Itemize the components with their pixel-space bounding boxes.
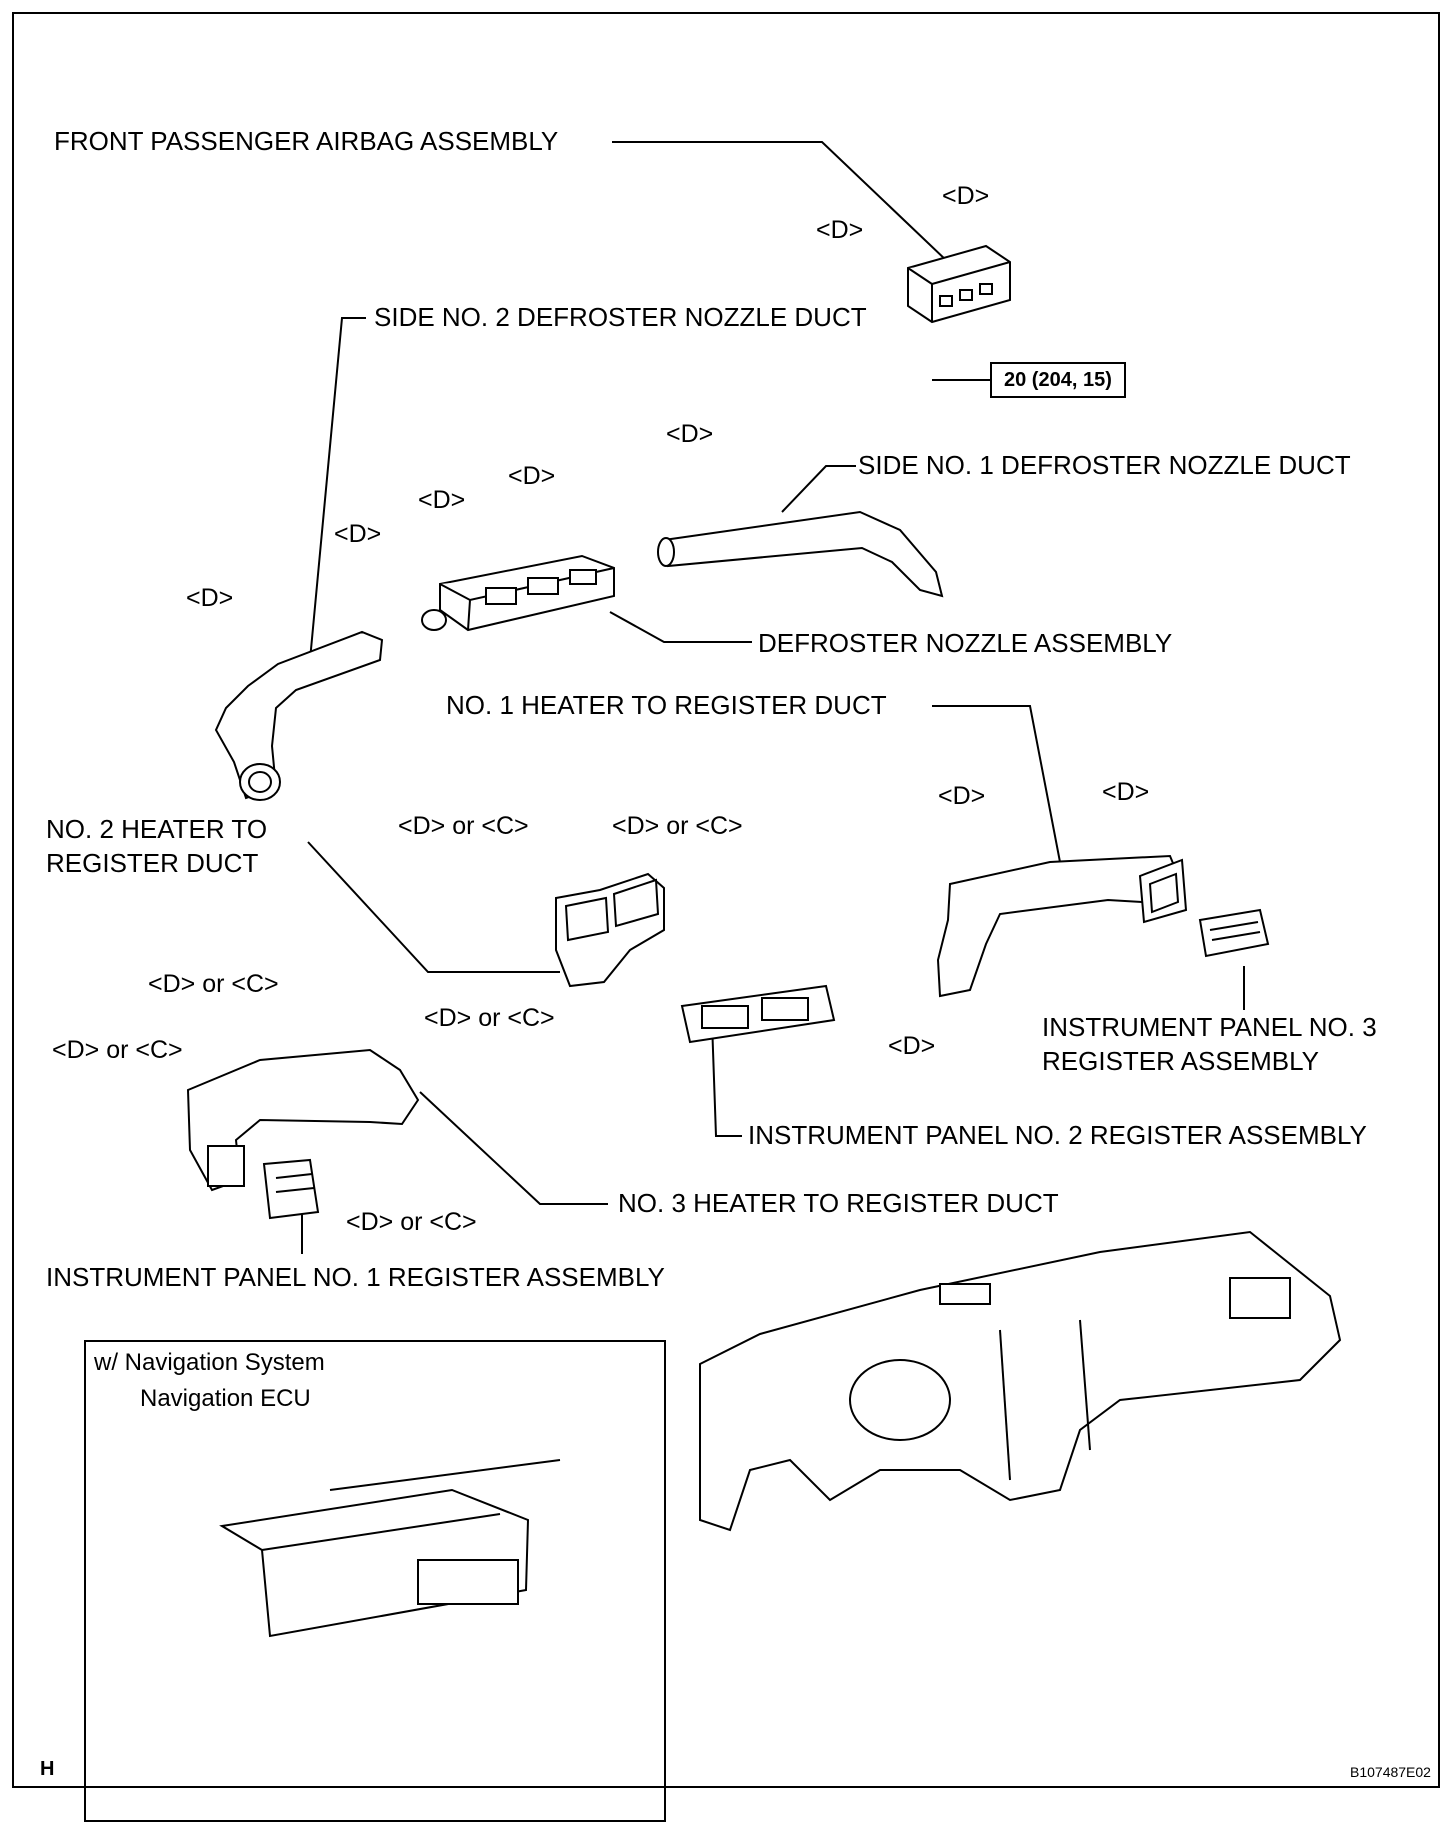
torque-spec-box: 20 (204, 15) [990,362,1126,398]
callout-d: <D> [418,486,466,514]
callout-d: <D> [942,182,990,210]
side-no2-defroster-part [214,630,384,801]
no3-heater-duct-part [186,1048,420,1192]
callout-d-or-c: <D> or <C> [52,1036,183,1064]
callout-d-or-c: <D> or <C> [424,1004,555,1032]
label-side-no2-defroster: SIDE NO. 2 DEFROSTER NOZZLE DUCT [374,302,867,332]
corner-letter: H [40,1758,55,1780]
defroster-nozzle-part [421,554,615,632]
label-defroster-nozzle: DEFROSTER NOZZLE ASSEMBLY [758,628,1173,658]
label-side-no1-defroster: SIDE NO. 1 DEFROSTER NOZZLE DUCT [858,450,1351,480]
figure-code: B107487E02 [1350,1764,1431,1780]
label-no2-heater-duct-line1: NO. 2 HEATER TO [46,814,268,844]
callout-d: <D> [508,462,556,490]
leader-airbag [612,141,949,263]
label-ip-no1-register: INSTRUMENT PANEL NO. 1 REGISTER ASSEMBLY [46,1262,665,1292]
no2-heater-duct-part [555,872,665,988]
callout-d: <D> [888,1032,936,1060]
ip-no2-register-part [680,984,836,1044]
label-front-passenger-airbag: FRONT PASSENGER AIRBAG ASSEMBLY [54,126,559,156]
label-ip-no2-register: INSTRUMENT PANEL NO. 2 REGISTER ASSEMBLY [748,1120,1367,1150]
callout-d: <D> [334,520,382,548]
label-ip-no3-register-line1: INSTRUMENT PANEL NO. 3 [1042,1012,1377,1042]
callout-d: <D> [1102,778,1150,806]
no1-heater-duct-part [936,854,1188,998]
callout-d-or-c: <D> or <C> [612,812,743,840]
airbag-assembly-part [907,244,1011,324]
callout-d: <D> [186,584,234,612]
leader-side-no2 [309,317,366,661]
instrument-panel-overview [699,1230,1342,1532]
label-no1-heater-duct: NO. 1 HEATER TO REGISTER DUCT [446,690,887,720]
leader-defroster [609,611,752,643]
callout-d: <D> [938,782,986,810]
leader-side-no1 [781,465,856,513]
callout-d-or-c: <D> or <C> [148,970,279,998]
leader-no3-heater [419,1091,608,1205]
callout-d: <D> [666,420,714,448]
inset-title: w/ Navigation System [94,1349,325,1376]
callout-d: <D> [816,216,864,244]
callout-d-or-c: <D> or <C> [398,812,529,840]
leader-no2-ip [711,1021,742,1137]
navigation-inset: w/ Navigation System Navigation ECU [84,1340,666,1822]
navigation-ecu-drawing [219,1459,561,1638]
label-ip-no3-register-line2: REGISTER ASSEMBLY [1042,1046,1319,1076]
side-no1-defroster-part [657,510,944,598]
leader-no2-heater [307,841,560,973]
label-no3-heater-duct: NO. 3 HEATER TO REGISTER DUCT [618,1188,1059,1218]
label-no2-heater-duct-line2: REGISTER DUCT [46,848,259,878]
navigation-ecu-label: Navigation ECU [140,1385,311,1412]
ip-no1-register-part [262,1158,320,1220]
callout-d-or-c: <D> or <C> [346,1208,477,1236]
leader-no1-heater [932,705,1061,863]
ip-no3-register-part [1198,908,1270,958]
diagram-border [12,12,1440,1788]
